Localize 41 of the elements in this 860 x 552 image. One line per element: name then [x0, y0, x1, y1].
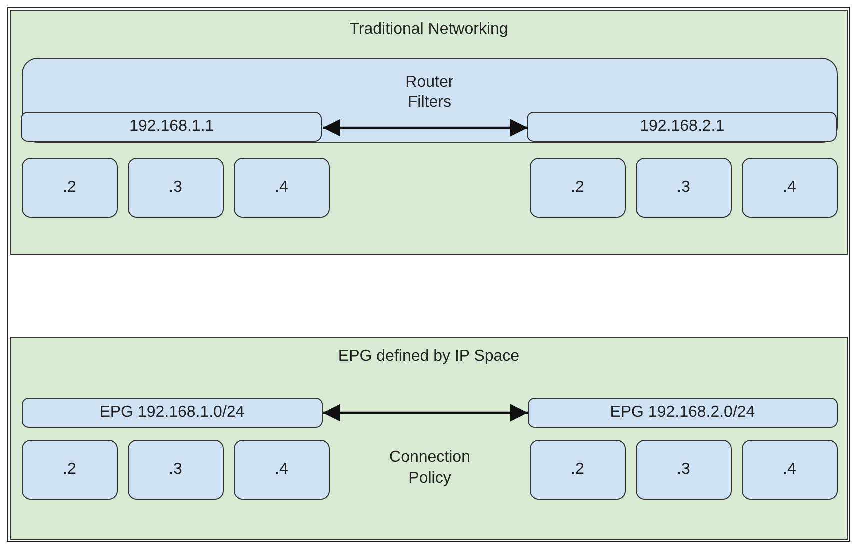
node-label: .3: [677, 460, 690, 479]
host-box: [22, 440, 118, 500]
subnet-bar: [21, 112, 322, 142]
node-label: .2: [571, 178, 584, 197]
section-panel: [10, 337, 848, 540]
policy-label: Connection Policy: [388, 448, 472, 489]
host-box: [234, 440, 330, 500]
node-label: .3: [677, 178, 690, 197]
host-box: [742, 158, 838, 218]
node-label: .2: [63, 460, 76, 479]
node-label: .2: [571, 460, 584, 479]
host-box: [128, 440, 224, 500]
subnet-bar: [528, 398, 838, 428]
section-title: Traditional Networking: [350, 21, 508, 39]
node-label: .4: [275, 460, 288, 479]
subnet-bar: [527, 112, 838, 142]
double-arrow: [323, 119, 528, 137]
node-label: 192.168.1.1: [130, 118, 214, 136]
host-box: [636, 158, 732, 218]
host-box: [530, 440, 626, 500]
host-box: [234, 158, 330, 218]
node-label: .4: [783, 178, 796, 197]
host-box: [742, 440, 838, 500]
host-box: [22, 158, 118, 218]
section-panel: [10, 10, 848, 255]
double-arrow: [323, 404, 528, 422]
node-label: .2: [63, 178, 76, 197]
node-label: 192.168.2.1: [640, 118, 725, 136]
node-label: EPG 192.168.2.0/24: [610, 404, 756, 422]
node-label: .3: [169, 178, 182, 197]
host-box: [636, 440, 732, 500]
node-label: EPG 192.168.1.0/24: [100, 404, 245, 422]
host-box: [128, 158, 224, 218]
node-label: .4: [783, 460, 796, 479]
subnet-bar: [22, 398, 323, 428]
host-box: [530, 158, 626, 218]
node-label: .4: [275, 178, 288, 197]
node-label: .3: [169, 460, 182, 479]
node-label: Router Filters: [404, 72, 455, 113]
router-box: [22, 58, 838, 143]
section-title: EPG defined by IP Space: [338, 348, 520, 366]
